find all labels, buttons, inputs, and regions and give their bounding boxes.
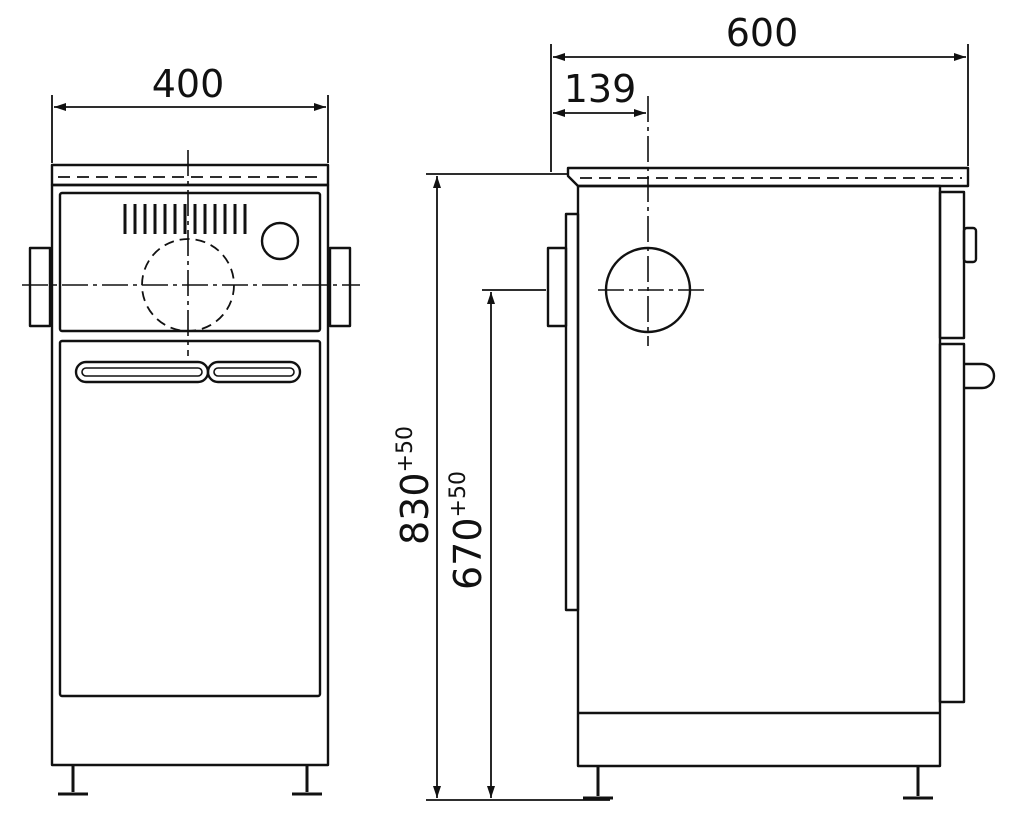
dimension-label-front-width: 400 — [152, 62, 225, 106]
dimension-side-depth — [550, 44, 969, 172]
total-height-value: 830 — [393, 472, 437, 545]
front-view — [22, 95, 360, 796]
side-rear-handle — [964, 362, 996, 390]
flue-height-tolerance: +50 — [446, 471, 471, 517]
front-control-knob — [260, 221, 300, 261]
front-body — [50, 183, 330, 767]
front-vent-slots — [123, 204, 247, 234]
dimension-total-height — [426, 173, 610, 801]
front-centerlines — [22, 150, 360, 356]
total-height-tolerance: +50 — [393, 426, 418, 472]
dimension-label-flue-height-group: 670+50 — [446, 471, 490, 590]
side-rear-panel-lower — [938, 342, 966, 704]
front-handle-right — [206, 360, 302, 384]
side-centerlines — [598, 96, 708, 346]
front-handle-left — [74, 360, 210, 384]
dimension-label-side-depth: 600 — [726, 11, 799, 55]
front-upper-panel — [58, 191, 322, 333]
side-view — [426, 44, 996, 801]
dimension-label-flue-offset: 139 — [564, 67, 637, 111]
side-cooktop — [566, 166, 970, 188]
side-door-front — [564, 212, 580, 612]
side-feet — [583, 766, 933, 800]
front-cooktop — [50, 163, 330, 187]
front-flue-stub-left — [28, 246, 52, 328]
dimension-label-total-height-group: 830+50 — [393, 426, 437, 545]
side-flue-stub — [546, 246, 568, 328]
side-body — [576, 184, 942, 768]
front-door — [58, 339, 322, 698]
dimension-flue-height — [482, 289, 546, 798]
side-rear-knob — [962, 226, 978, 264]
flue-height-value: 670 — [446, 517, 490, 590]
dimension-front-width — [51, 95, 329, 163]
dimension-label-total-height: 830+50 — [393, 426, 437, 545]
front-feet — [58, 765, 322, 796]
front-flue-stub-right — [328, 246, 352, 328]
side-rear-panel-upper — [938, 190, 966, 340]
dimension-label-flue-height: 670+50 — [446, 471, 490, 590]
